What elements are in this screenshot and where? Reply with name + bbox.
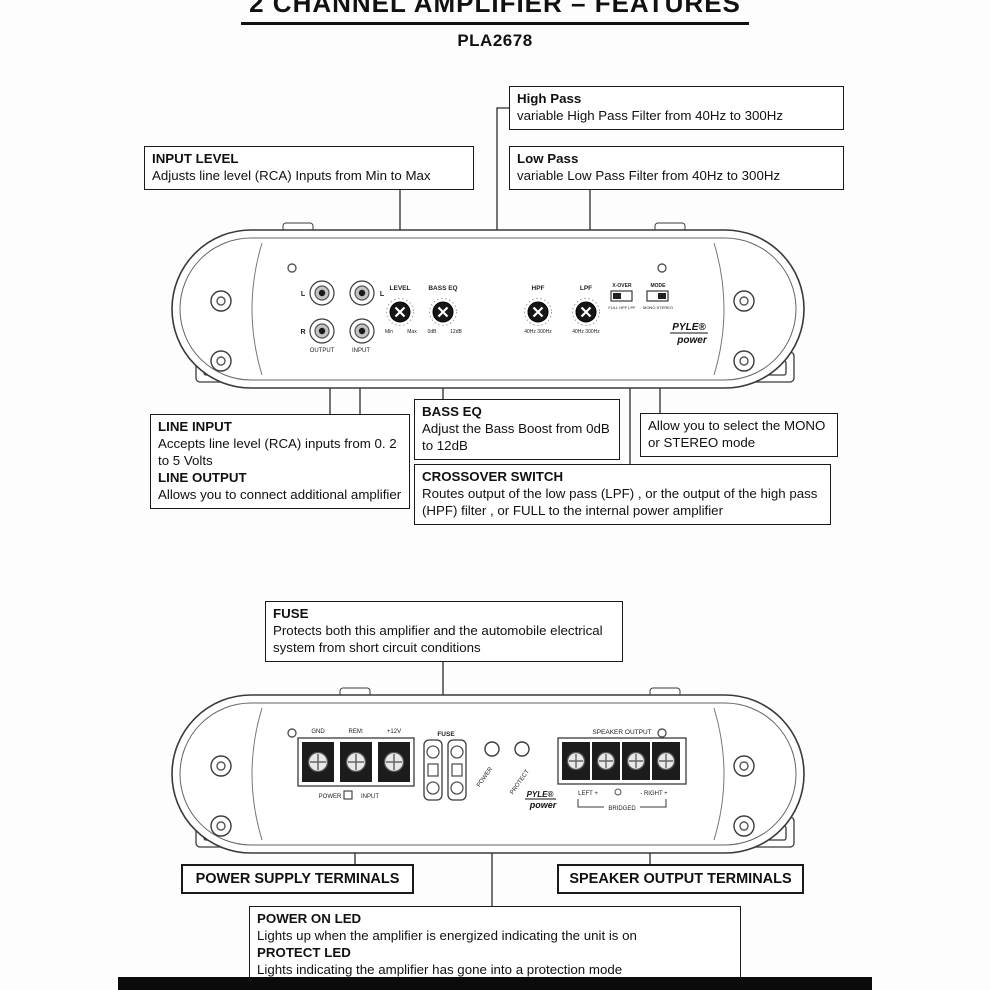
callout-fuse-title: FUSE bbox=[273, 606, 309, 621]
speaker-output-terminals-text: SPEAKER OUTPUT TERMINALS bbox=[569, 871, 792, 887]
power-led bbox=[484, 741, 500, 757]
callout-power-led-body: Lights up when the amplifier is energize… bbox=[257, 928, 637, 944]
rear-power-input-led bbox=[343, 790, 353, 800]
jack-label-r-left: R bbox=[300, 329, 305, 336]
callout-fuse-body: Protects both this amplifier and the aut… bbox=[273, 623, 603, 656]
power-terminal-block bbox=[297, 737, 415, 787]
svg-text:power: power bbox=[529, 800, 557, 810]
front-panel-body bbox=[171, 229, 805, 389]
mode-label: MODE bbox=[651, 283, 667, 289]
rca-jacks bbox=[309, 280, 375, 344]
callout-line-input-body: Accepts line level (RCA) inputs from 0. … bbox=[158, 436, 397, 469]
rear-screws bbox=[210, 728, 755, 837]
callout-leds: POWER ON LED Lights up when the amplifie… bbox=[249, 906, 741, 990]
high-pass-leader bbox=[496, 107, 509, 277]
level-knob bbox=[386, 298, 414, 326]
gnd-label: GND bbox=[311, 729, 325, 735]
jack-label-l-left: L bbox=[301, 291, 306, 298]
title-row: 2 CHANNEL AMPLIFIER – FEATURES bbox=[0, 0, 990, 25]
left-polarity-label: LEFT + bbox=[578, 791, 598, 797]
label-power-supply-terminals: POWER SUPPLY TERMINALS bbox=[181, 864, 414, 894]
mode-positions-label: MONO STEREO bbox=[643, 305, 673, 310]
callout-high-pass: High Pass variable High Pass Filter from… bbox=[509, 86, 844, 131]
callout-bass-eq-title: BASS EQ bbox=[422, 404, 482, 419]
xover-switch bbox=[610, 290, 633, 302]
bridged-label: BRIDGED bbox=[608, 806, 636, 812]
lpf-label: LPF bbox=[580, 285, 592, 292]
rem-label: REM: bbox=[349, 729, 364, 735]
front-panel-drawing: L L R OUTPUT INPUT LEVEL Min Max BASS EQ… bbox=[171, 222, 805, 389]
level-max-label: Max bbox=[407, 329, 417, 335]
fuse-holders bbox=[423, 739, 467, 801]
level-min-label: Min bbox=[385, 329, 393, 335]
rear-panel-body bbox=[171, 694, 805, 854]
output-jacks-label: OUTPUT bbox=[310, 348, 335, 354]
callout-protect-led-title: PROTECT LED bbox=[257, 945, 351, 961]
brand-logo-front: PYLE® power bbox=[670, 322, 708, 346]
rear-panel-drawing: GND REM: +12V POWER INPUT FUSE bbox=[171, 687, 805, 854]
lpf-knob bbox=[572, 298, 600, 326]
lpf-range-label: 40Hz 300Hz bbox=[572, 329, 600, 335]
svg-text:PYLE®: PYLE® bbox=[672, 322, 706, 333]
rear-power-label: POWER bbox=[319, 794, 342, 800]
callout-input-level: INPUT LEVEL Adjusts line level (RCA) Inp… bbox=[144, 146, 474, 191]
front-panel-inner bbox=[179, 237, 797, 381]
bass-eq-label: BASS EQ bbox=[428, 285, 457, 292]
level-label: LEVEL bbox=[390, 285, 411, 292]
callout-crossover-title: CROSSOVER SWITCH bbox=[422, 469, 564, 484]
callout-low-pass-body: variable Low Pass Filter from 40Hz to 30… bbox=[517, 168, 781, 184]
mode-switch bbox=[646, 290, 669, 302]
page-bottom-scan-bar bbox=[118, 977, 872, 990]
protect-led bbox=[514, 741, 530, 757]
callout-high-pass-title: High Pass bbox=[517, 91, 582, 106]
callout-crossover: CROSSOVER SWITCH Routes output of the lo… bbox=[414, 464, 831, 526]
callout-low-pass: Low Pass variable Low Pass Filter from 4… bbox=[509, 146, 844, 191]
callout-line-output-title: LINE OUTPUT bbox=[158, 470, 247, 486]
right-polarity-label: - RIGHT + bbox=[640, 791, 668, 797]
callout-bass-eq: BASS EQ Adjust the Bass Boost from 0dB t… bbox=[414, 399, 620, 461]
bass-max-label: 12dB bbox=[450, 329, 462, 335]
callout-input-level-body: Adjusts line level (RCA) Inputs from Min… bbox=[152, 168, 431, 184]
power-supply-terminals-text: POWER SUPPLY TERMINALS bbox=[195, 871, 400, 887]
hpf-knob bbox=[524, 298, 552, 326]
rear-input-label: INPUT bbox=[361, 794, 379, 800]
jack-label-l-right: L bbox=[380, 291, 385, 298]
callout-protect-led-body: Lights indicating the amplifier has gone… bbox=[257, 962, 623, 978]
svg-text:power: power bbox=[676, 335, 708, 346]
model-number: PLA2678 bbox=[457, 31, 533, 50]
label-speaker-output-terminals: SPEAKER OUTPUT TERMINALS bbox=[557, 864, 804, 894]
callout-mode-body: Allow you to select the MONO or STEREO m… bbox=[648, 418, 826, 451]
hpf-range-label: 40Hz 300Hz bbox=[524, 329, 552, 335]
bass-eq-knob bbox=[429, 298, 457, 326]
callout-crossover-body: Routes output of the low pass (LPF) , or… bbox=[422, 486, 818, 519]
svg-text:PYLE®: PYLE® bbox=[527, 790, 554, 799]
callout-high-pass-body: variable High Pass Filter from 40Hz to 3… bbox=[517, 108, 784, 124]
input-jacks-label: INPUT bbox=[352, 348, 370, 354]
callout-input-level-title: INPUT LEVEL bbox=[152, 151, 239, 166]
speaker-screw-hole bbox=[614, 788, 622, 796]
fuse-label: FUSE bbox=[437, 731, 455, 738]
callout-fuse: FUSE Protects both this amplifier and th… bbox=[265, 601, 623, 663]
callout-mode: Allow you to select the MONO or STEREO m… bbox=[640, 413, 838, 458]
xover-positions-label: FULL HPF LPF bbox=[608, 305, 636, 310]
plus12v-label: +12V bbox=[387, 729, 401, 735]
hpf-label: HPF bbox=[532, 285, 545, 292]
rear-panel-inner bbox=[179, 702, 797, 846]
xover-label: X-OVER bbox=[612, 283, 632, 289]
callout-low-pass-title: Low Pass bbox=[517, 151, 579, 166]
speaker-terminal-block bbox=[557, 737, 687, 785]
front-screws bbox=[210, 263, 755, 372]
bass-min-label: 0dB bbox=[428, 329, 438, 335]
callout-line-io: LINE INPUT Accepts line level (RCA) inpu… bbox=[150, 414, 410, 510]
callout-line-output-body: Allows you to connect additional amplifi… bbox=[158, 487, 402, 503]
brand-logo-rear: PYLE® power bbox=[525, 790, 557, 810]
bridged-bracket-right bbox=[640, 799, 667, 808]
page-title: 2 CHANNEL AMPLIFIER – FEATURES bbox=[241, 0, 749, 25]
speaker-output-label: SPEAKER OUTPUT bbox=[592, 729, 651, 736]
callout-line-input-title: LINE INPUT bbox=[158, 419, 232, 434]
bridged-bracket-left bbox=[577, 799, 604, 808]
callout-bass-eq-body: Adjust the Bass Boost from 0dB to 12dB bbox=[422, 421, 610, 454]
callout-power-led-title: POWER ON LED bbox=[257, 911, 362, 926]
